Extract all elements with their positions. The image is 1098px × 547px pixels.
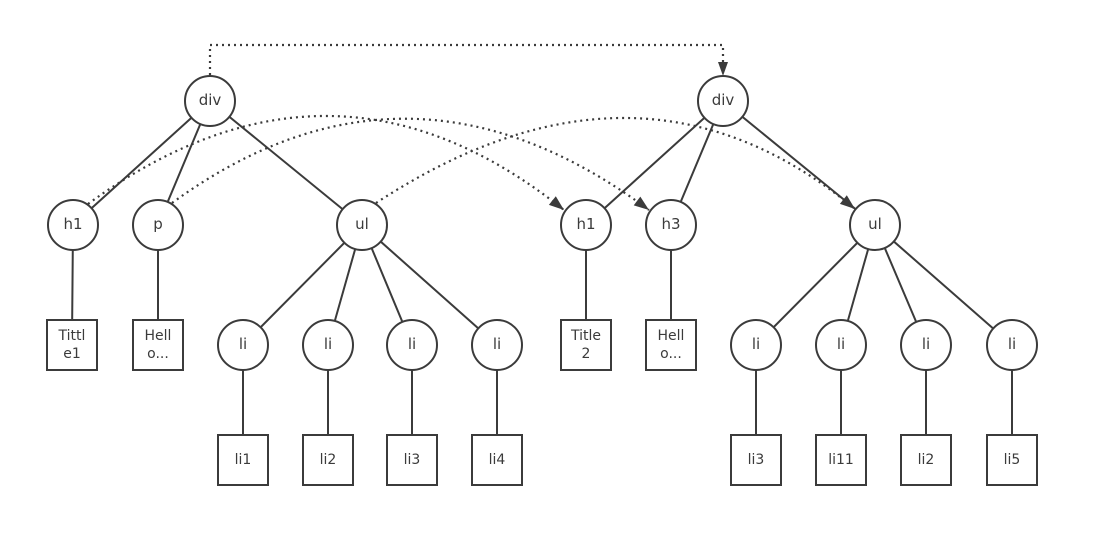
textbox-right-li3: li2 [900, 434, 952, 486]
textbox-left-li3-label: li3 [403, 451, 421, 468]
textbox-right-li2: li11 [815, 434, 867, 486]
node-left-li-2: li [302, 319, 354, 371]
edge-map-p-h3 [171, 117, 650, 211]
textbox-right-h3: Hello... [645, 319, 697, 371]
textbox-left-li2-label: li2 [319, 451, 337, 468]
edge-ldiv-lh1 [72, 100, 211, 226]
textbox-right-h3-label: Hello... [657, 327, 685, 362]
arrowhead-rdiv-rul [839, 195, 855, 209]
node-left-p: p [132, 199, 184, 251]
node-right-div-label: div [711, 91, 735, 110]
node-left-ul-label: ul [355, 215, 369, 234]
node-left-li-4: li [471, 319, 523, 371]
node-right-ul: ul [849, 199, 901, 251]
node-left-li-1: li [217, 319, 269, 371]
node-left-li-2-label: li [323, 335, 333, 354]
node-right-li-1-label: li [751, 335, 761, 354]
node-left-h1-label: h1 [63, 215, 83, 234]
node-right-h3-label: h3 [661, 215, 681, 234]
node-left-li-4-label: li [492, 335, 502, 354]
node-right-h1-label: h1 [576, 215, 596, 234]
textbox-left-li1: li1 [217, 434, 269, 486]
textbox-right-h1: Title 2 [560, 319, 612, 371]
node-right-ul-label: ul [868, 215, 882, 234]
textbox-left-p-label: Hello... [144, 327, 172, 362]
textbox-right-li4: li5 [986, 434, 1038, 486]
textbox-right-li1-label: li3 [747, 451, 765, 468]
edge-lul-li4 [361, 224, 498, 346]
textbox-left-h1-label: Tittle1 [58, 327, 86, 362]
edge-rul-li4 [874, 224, 1013, 346]
arrowhead-map-h1-h1 [548, 196, 564, 210]
edge-ldiv-lul [209, 100, 363, 226]
node-right-li-4-label: li [1007, 335, 1017, 354]
node-right-li-1: li [730, 319, 782, 371]
arrowhead-map-p-h3 [633, 196, 649, 210]
edge-lul-li1 [242, 224, 363, 346]
node-right-h3: h3 [645, 199, 697, 251]
textbox-right-li2-label: li11 [828, 451, 854, 468]
node-left-ul: ul [336, 199, 388, 251]
node-left-li-1-label: li [238, 335, 248, 354]
left-tree-edges [71, 100, 498, 456]
edge-rul-li1 [755, 224, 876, 346]
textbox-right-li3-label: li2 [917, 451, 935, 468]
node-right-li-3: li [900, 319, 952, 371]
textbox-left-h1: Tittle1 [46, 319, 98, 371]
node-right-li-4: li [986, 319, 1038, 371]
edge-map-h1-h1 [87, 114, 565, 211]
node-left-li-3: li [386, 319, 438, 371]
node-left-li-3-label: li [407, 335, 417, 354]
node-right-div: div [697, 75, 749, 127]
right-tree-edges [585, 100, 1013, 456]
mapping-arrows [87, 43, 856, 211]
textbox-left-li3: li3 [386, 434, 438, 486]
node-left-p-label: p [153, 215, 163, 234]
textbox-left-p: Hello... [132, 319, 184, 371]
edge-map-ul-ul [375, 116, 856, 210]
textbox-right-li4-label: li5 [1003, 451, 1021, 468]
node-left-div-label: div [198, 91, 222, 110]
node-left-h1: h1 [47, 199, 99, 251]
textbox-left-li4: li4 [471, 434, 523, 486]
textbox-right-h1-label: Title 2 [570, 327, 601, 362]
node-right-h1: h1 [560, 199, 612, 251]
textbox-right-li1: li3 [730, 434, 782, 486]
textbox-left-li1-label: li1 [234, 451, 252, 468]
node-right-li-2: li [815, 319, 867, 371]
node-left-div: div [184, 75, 236, 127]
edge-rdiv-rh1 [585, 100, 724, 226]
node-right-li-2-label: li [836, 335, 846, 354]
arrowhead-map-div-div [718, 62, 728, 76]
edge-map-div-div [208, 43, 725, 75]
node-right-li-3-label: li [921, 335, 931, 354]
textbox-left-li4-label: li4 [488, 451, 506, 468]
textbox-left-li2: li2 [302, 434, 354, 486]
